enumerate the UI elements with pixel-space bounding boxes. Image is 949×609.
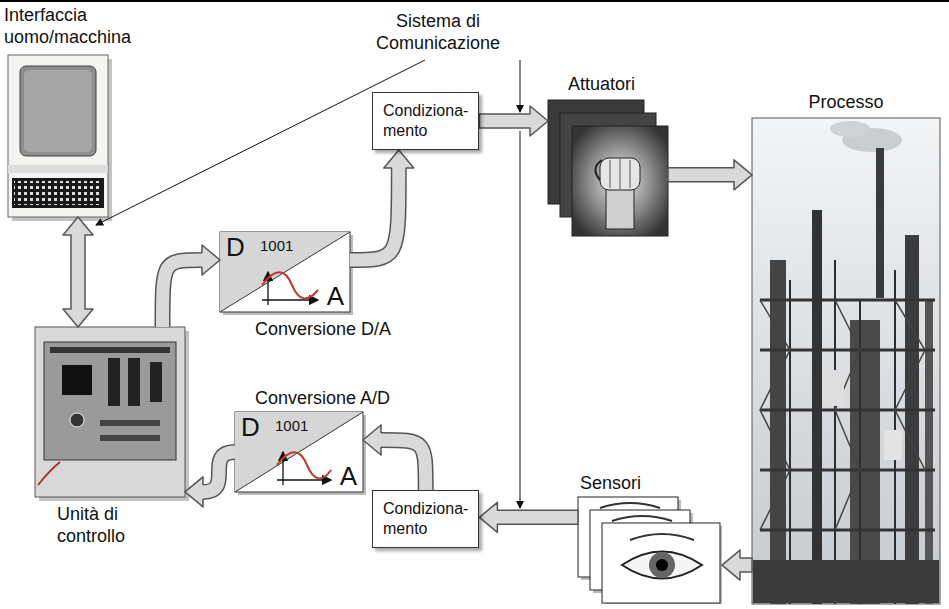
top-rule	[0, 0, 949, 2]
converter-box: Conversione D/AD1001A	[220, 232, 350, 312]
leader-lines	[96, 60, 520, 508]
node-label: Condiziona- mento	[383, 499, 468, 539]
ad-converter-picture	[235, 412, 366, 495]
conditioning-box: Condiziona- mento	[372, 490, 479, 548]
refinery-picture	[752, 118, 940, 604]
da-converter-picture	[220, 232, 353, 315]
sensors-node: Sensori	[578, 497, 722, 604]
block-arrow	[479, 502, 578, 532]
process-node: Processo	[752, 118, 940, 604]
converter-symbol: A	[327, 281, 344, 311]
block-arrow	[350, 150, 414, 260]
node-label: Interfaccia uomo/macchina	[4, 4, 144, 48]
node-label: Processo	[752, 91, 940, 113]
actuators-node: Attuatori	[548, 100, 668, 236]
block-arrow	[163, 245, 221, 327]
converter-symbol: D	[226, 232, 245, 262]
node-label: Sensori	[580, 472, 641, 494]
block-arrow	[722, 550, 752, 580]
sensors-picture	[578, 497, 722, 604]
block-arrow	[63, 217, 93, 327]
monitor-picture	[8, 55, 112, 221]
conditioning-box: Condiziona- mento	[372, 92, 479, 150]
monitor-node: Interfaccia uomo/macchina	[8, 55, 108, 217]
converter-symbol: 1001	[275, 417, 308, 435]
converter-symbol: A	[340, 461, 357, 491]
node-label: Condiziona- mento	[383, 101, 468, 141]
converter-box: Conversione A/DD1001A	[235, 412, 363, 492]
block-arrow	[668, 160, 752, 190]
block-arrow	[363, 425, 426, 490]
node-label: Attuatori	[568, 73, 635, 95]
converter-symbol: 1001	[260, 237, 293, 255]
block-arrow	[479, 106, 548, 136]
control-board-picture	[35, 327, 189, 501]
node-label: Conversione D/A	[255, 318, 391, 340]
actuators-picture	[548, 100, 668, 236]
control-unit-node: Unità di controllo	[35, 327, 185, 497]
callout-label: Sistema di Comunicazione	[358, 10, 518, 54]
block-arrow	[185, 452, 235, 507]
node-label: Conversione A/D	[255, 387, 390, 409]
node-label: Unità di controllo	[57, 503, 157, 547]
converter-symbol: D	[241, 412, 260, 442]
